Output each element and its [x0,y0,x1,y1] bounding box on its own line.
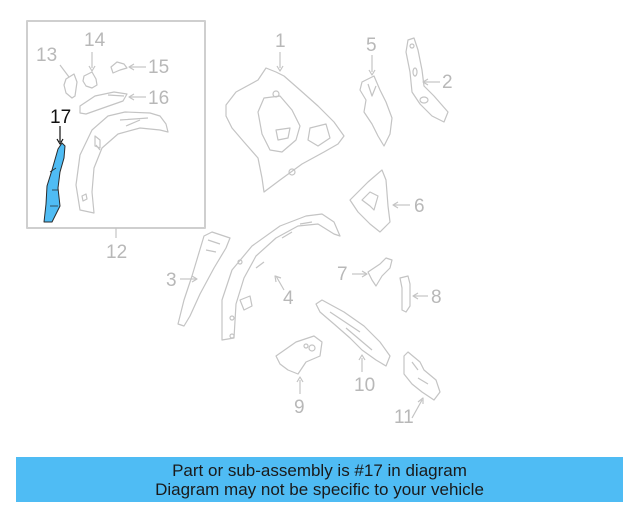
callout-14: 14 [84,30,106,51]
callout-7: 7 [337,264,348,285]
callout-2: 2 [442,72,453,93]
part-5 [359,55,393,147]
callout-17-highlighted: 17 [50,107,72,128]
part-17-highlighted [43,126,66,223]
callout-10: 10 [354,375,376,396]
part-16 [79,91,146,115]
banner-part-line: Part or sub-assembly is #17 in diagram [172,460,467,480]
part-15 [110,61,146,74]
part-2 [405,37,449,123]
part-6 [349,169,410,233]
part-4 [221,213,341,341]
part-13 [59,64,78,99]
part-8 [399,275,428,313]
part-14 [82,52,98,89]
callout-11: 11 [394,407,414,428]
part-3 [177,231,231,327]
callout-4: 4 [283,288,294,309]
callout-8: 8 [431,287,442,308]
callout-6: 6 [414,196,425,217]
part-10 [315,299,391,372]
callout-12: 12 [106,242,128,263]
callout-9: 9 [294,397,305,418]
part-1 [225,52,345,193]
part-12 [75,111,169,214]
callout-16: 16 [148,88,170,109]
part-9 [275,335,323,394]
callout-3: 3 [166,270,177,291]
info-banner: Part or sub-assembly is #17 in diagram D… [16,457,623,502]
banner-disclaimer-line: Diagram may not be specific to your vehi… [155,479,484,499]
part-7 [352,257,393,287]
part-11 [403,351,441,419]
callout-15: 15 [148,57,170,78]
callout-5: 5 [366,35,377,56]
callout-13: 13 [36,45,58,66]
callout-1: 1 [275,31,286,52]
